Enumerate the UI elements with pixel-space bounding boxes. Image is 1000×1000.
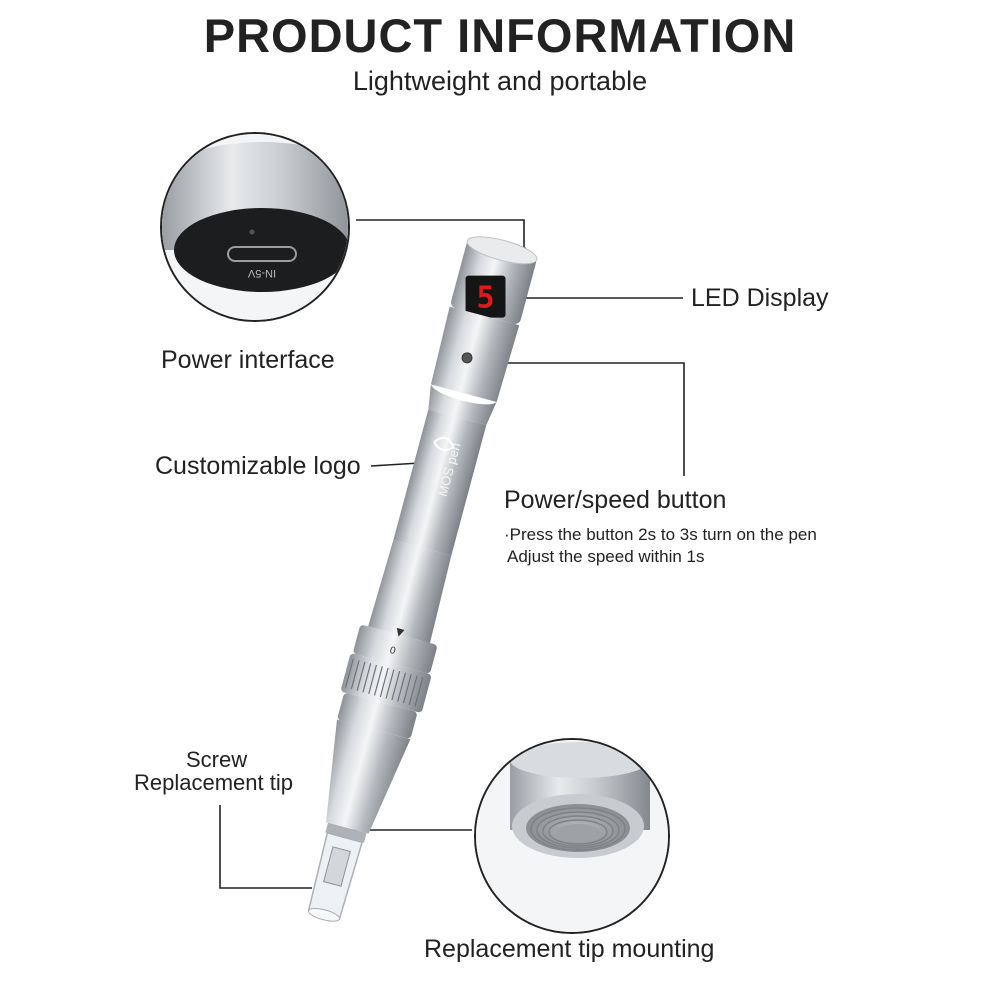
power-speed-button-label: Power/speed button bbox=[504, 486, 727, 514]
button-note-2: Adjust the speed within 1s bbox=[507, 547, 705, 566]
power-button-leader bbox=[484, 362, 685, 476]
power-speed-button[interactable] bbox=[461, 352, 473, 364]
logo-mark-icon bbox=[433, 436, 455, 451]
page-title: PRODUCT INFORMATION bbox=[203, 9, 797, 62]
pen-body: 5 MOS pen 0 bbox=[307, 236, 538, 922]
led-display bbox=[465, 275, 506, 318]
screw-label: Screw bbox=[186, 747, 248, 772]
tip-mounting-detail bbox=[474, 738, 670, 934]
led-digit: 5 bbox=[476, 281, 494, 316]
screw-replacement-tip-label: Replacement tip bbox=[134, 770, 293, 795]
page-subtitle: Lightweight and portable bbox=[352, 66, 648, 96]
dial-mark: 0 bbox=[388, 645, 397, 657]
button-note-1: ·Press the button 2s to 3s turn on the p… bbox=[504, 525, 817, 544]
power-interface-label: Power interface bbox=[161, 346, 335, 374]
power-interface-leader bbox=[356, 219, 525, 250]
port-label: IN-5V bbox=[247, 267, 276, 279]
led-display-label: LED Display bbox=[691, 284, 829, 312]
screw-tip-leader bbox=[219, 805, 312, 889]
customizable-logo-label: Customizable logo bbox=[155, 452, 361, 480]
power-interface-detail: IN-5V bbox=[160, 132, 350, 322]
tip-mounting-label: Replacement tip mounting bbox=[424, 935, 715, 963]
